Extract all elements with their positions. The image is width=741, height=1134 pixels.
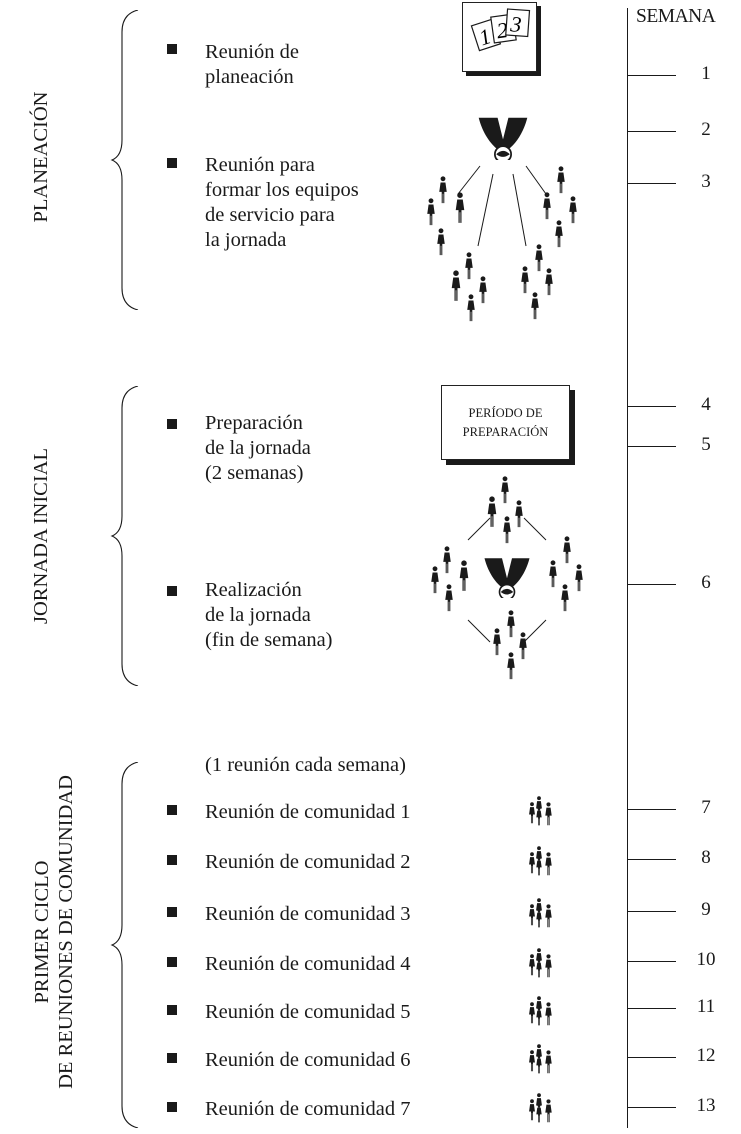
small-group-icon [529,1044,552,1074]
week-tick [628,911,676,913]
week-tick [628,584,676,586]
timeline-axis [627,8,629,1128]
week-number: 5 [701,434,711,455]
item-reunion-equipos: Reunión para formar los equipos de servi… [205,153,359,253]
bullet [167,907,177,917]
week-tick [628,406,676,408]
bullet [167,586,177,596]
week-number: 10 [696,949,716,970]
brace-jornada [110,386,139,686]
week-tick [628,446,676,448]
week-number: 2 [701,119,711,140]
brace-ciclo [110,762,139,1128]
week-number: 4 [701,394,711,415]
item-line: planeación [205,66,294,88]
small-group-icon [529,1093,552,1123]
small-group-icon [529,898,552,928]
bullet [167,1053,177,1063]
week-tick [628,1107,676,1109]
item-line: Reunión de [205,41,299,63]
prep-box-line: PERÍODO DE [468,405,543,420]
small-group-icon [529,948,552,978]
week-tick [628,1008,676,1010]
bullet [167,1005,177,1015]
community-meeting-item: Reunión de comunidad 5 [205,1001,411,1023]
week-number: 8 [701,847,711,868]
bullet [167,805,177,815]
bullet [167,957,177,967]
section-label-line: DE REUNIONES DE COMUNIDAD [55,775,77,1089]
bullet [167,855,177,865]
prep-box-line: PREPARACIÓN [462,424,549,439]
section-label-jornada: JORNADA INICIAL [30,448,52,624]
week-tick [628,809,676,811]
week-tick [628,1057,676,1059]
leader-surrounded-by-teams-icon [431,476,583,680]
leader-with-teams-icon [427,116,577,322]
section-label-planeacion: PLANEACIÓN [30,91,52,223]
brace-planeacion [110,10,139,310]
week-tick [628,859,676,861]
bullet [167,1102,177,1112]
item-line: de la jornada [205,604,311,626]
ciclo-note: (1 reunión cada semana) [205,754,406,776]
prep-period-box: PERÍODO DE PREPARACIÓN [441,385,570,460]
community-meeting-item: Reunión de comunidad 4 [205,953,411,975]
small-group-icon [529,846,552,876]
calendar-pages-icon: 1 2 3 [462,2,537,72]
item-realizacion: Realización de la jornada (fin de semana… [205,578,333,653]
bullet [167,158,177,168]
item-line: formar los equipos [205,179,359,201]
week-number: 6 [701,572,711,593]
small-group-icon [529,996,552,1026]
week-number: 9 [701,899,711,920]
week-tick [628,961,676,963]
week-number: 1 [701,63,711,84]
item-line: Preparación [205,412,303,434]
calendar-digit: 2 [495,17,509,43]
week-number: 13 [696,1095,716,1116]
item-line: Reunión para [205,154,315,176]
week-tick [628,183,676,185]
timeline-header: SEMANA [636,6,716,27]
week-tick [628,75,676,77]
calendar-digit: 3 [509,11,523,37]
week-number: 7 [701,797,711,818]
item-preparacion: Preparación de la jornada (2 semanas) [205,411,311,486]
item-line: de la jornada [205,437,311,459]
bullet [167,44,177,54]
week-number: 12 [696,1045,716,1066]
section-label-line: PRIMER CICLO [31,860,53,1004]
community-meeting-item: Reunión de comunidad 3 [205,903,411,925]
week-number: 3 [701,171,711,192]
week-number: 11 [696,996,716,1017]
community-meeting-item: Reunión de comunidad 1 [205,801,411,823]
item-line: (fin de semana) [205,629,333,651]
item-line: la jornada [205,229,287,251]
item-line: de servicio para [205,204,335,226]
item-line: Realización [205,579,302,601]
small-group-icon [529,796,552,826]
community-meeting-item: Reunión de comunidad 6 [205,1049,411,1071]
community-meeting-item: Reunión de comunidad 7 [205,1098,411,1120]
section-label-ciclo: PRIMER CICLO DE REUNIONES DE COMUNIDAD [30,775,78,1089]
item-reunion-planeacion: Reunión de planeación [205,40,299,90]
week-tick [628,131,676,133]
bullet [167,419,177,429]
community-meeting-item: Reunión de comunidad 2 [205,851,411,873]
item-line: (2 semanas) [205,462,304,484]
